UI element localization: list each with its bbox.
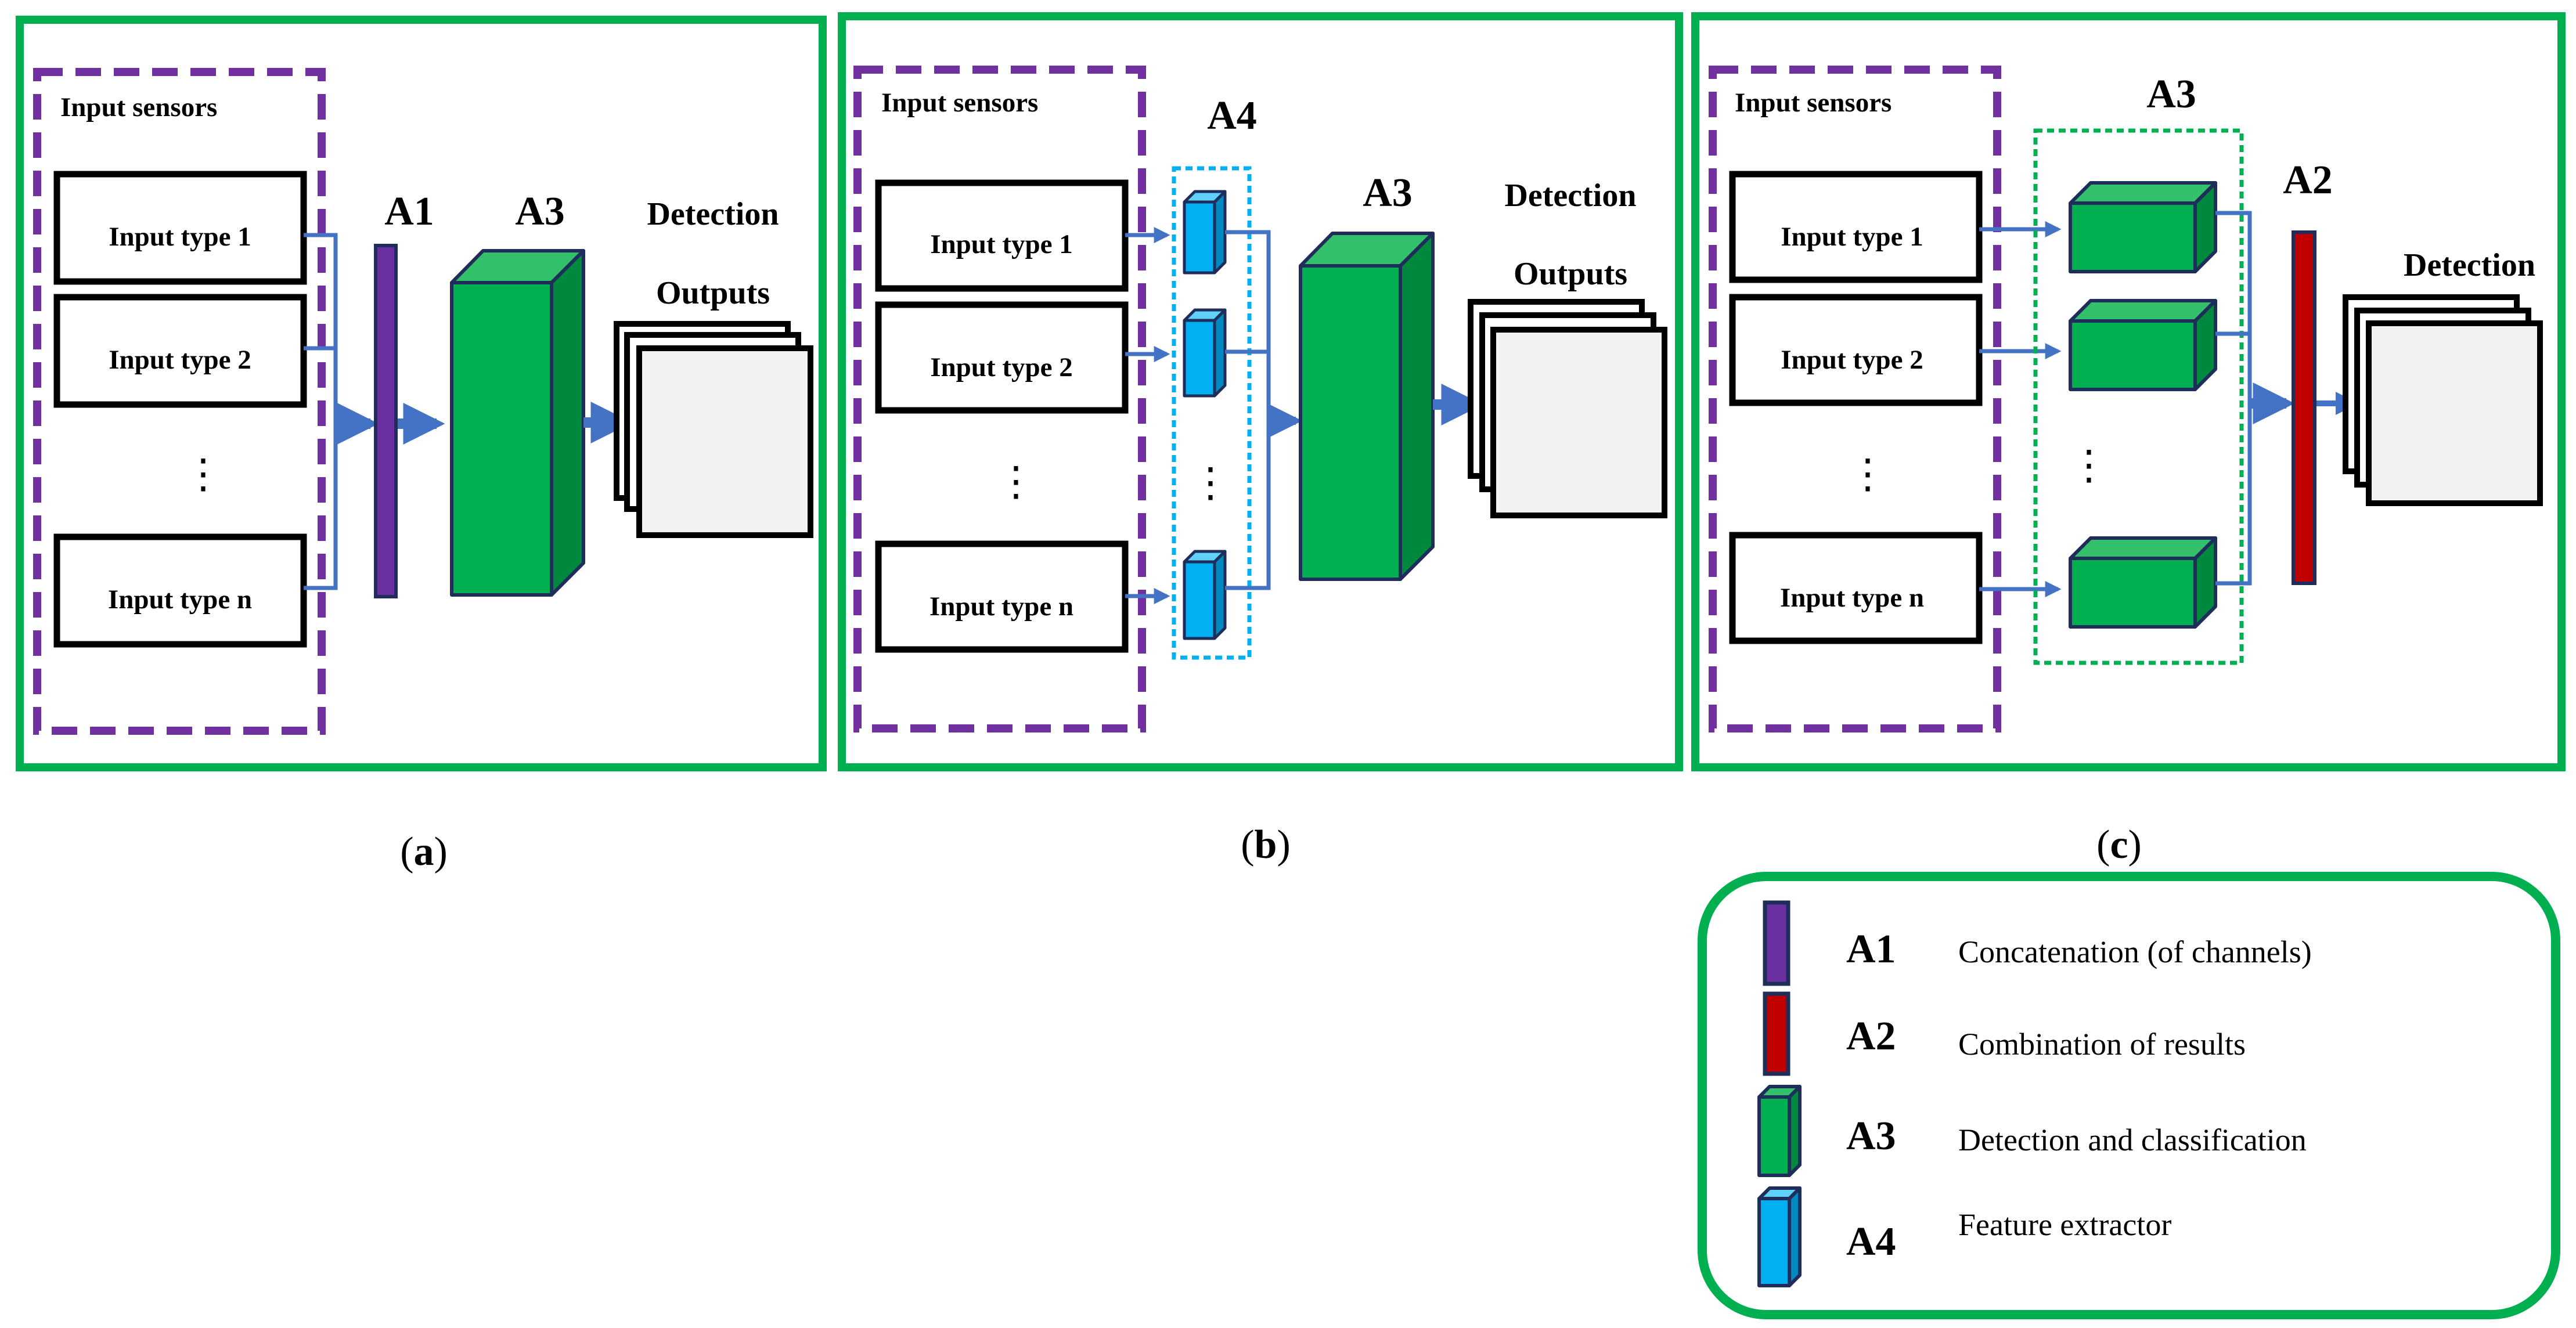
panel-b-input-2-label: Input type 2 — [930, 352, 1073, 382]
panel-a-output-stack — [614, 321, 813, 538]
legend: A1 Concatenation (of channels) A2 Combin… — [1698, 872, 2560, 1319]
panel-c-stage-a2: A2 — [2283, 158, 2333, 203]
caption-b: (b) — [1241, 822, 1291, 867]
panel-b-stage-a4: A4 — [1207, 93, 1257, 138]
panel-c-connectors — [2215, 211, 2252, 586]
panel-b-feature-ellipsis: ⋮ — [1190, 461, 1231, 506]
panel-c-input-n-label: Input type n — [1780, 583, 1924, 613]
panel-b-border — [838, 12, 1683, 771]
legend-code-a4: A4 — [1846, 1219, 1896, 1264]
panel-b-sensor-group — [853, 66, 1146, 732]
panel-c-input-2-box — [1729, 294, 1983, 406]
panel-c-input-n-box — [1729, 532, 1983, 644]
panel-a-detection-label: Detection — [647, 196, 779, 232]
panel-c-a3-cube-1 — [2069, 181, 2217, 273]
panel-b-feature-cube-n — [1183, 550, 1227, 640]
caption-c: (c) — [2096, 822, 2142, 867]
panel-c-combination-bar — [2292, 230, 2316, 585]
legend-text-a4: Feature extractor — [1958, 1207, 2171, 1242]
legend-code-a2: A2 — [1846, 1014, 1896, 1059]
legend-border — [1698, 872, 2560, 1319]
panel-a-input-2-box — [53, 294, 307, 408]
panel-c-input-2-label: Input type 2 — [1781, 345, 1923, 375]
green-cube-icon — [1757, 1085, 1802, 1177]
panel-b-outputs-label: Outputs — [1514, 256, 1627, 292]
concatenation-bar-icon — [1763, 900, 1790, 986]
panel-a: Input sensors Input type 1 Input type 2 … — [16, 16, 827, 771]
panel-a-stage-a3: A3 — [515, 189, 565, 234]
panel-a-concatenation-bar — [374, 244, 398, 598]
panel-c-stage-a3: A3 — [2146, 72, 2196, 117]
panel-c-cube-ellipsis: ⋮ — [2069, 443, 2109, 488]
panel-c-a3-cube-n — [2069, 536, 2217, 629]
panel-a-sensor-group — [33, 68, 326, 735]
panel-a-sensors-label: Input sensors — [60, 92, 217, 122]
panel-b: Input sensors Input type 1 Input type 2 … — [838, 12, 1683, 771]
panel-b-input-2-box — [875, 301, 1129, 414]
panel-c-input-1-box — [1729, 171, 1983, 283]
panel-a-a3-cube — [450, 249, 585, 597]
legend-code-a3: A3 — [1846, 1114, 1896, 1159]
panel-a-border — [16, 16, 827, 771]
panel-b-input-1-label: Input type 1 — [930, 229, 1073, 259]
panel-b-stage-a3: A3 — [1363, 171, 1413, 215]
legend-code-a1: A1 — [1846, 927, 1896, 972]
panel-b-feature-cube-2 — [1183, 308, 1227, 398]
combination-bar-icon — [1763, 991, 1790, 1076]
panel-a-outputs-label: Outputs — [656, 275, 770, 311]
panel-c-a3-group — [2033, 128, 2244, 665]
panel-a-input-1-box — [53, 171, 307, 285]
panel-b-feature-cube-1 — [1183, 190, 1227, 275]
caption-a: (a) — [400, 829, 448, 874]
panel-a-input-1-label: Input type 1 — [109, 222, 251, 252]
panel-b-sensors-label: Input sensors — [881, 88, 1038, 118]
panel-b-input-1-box — [875, 179, 1129, 292]
panel-c-a3-cube-2 — [2069, 299, 2217, 391]
panel-b-connectors — [1225, 230, 1271, 590]
panel-a-input-2-label: Input type 2 — [109, 345, 251, 375]
panel-b-input-n-box — [875, 540, 1129, 653]
panel-a-connectors — [304, 233, 338, 590]
panel-c: Input sensors Input type 1 Input type 2 … — [1691, 12, 2566, 771]
panel-c-sensor-group — [1709, 66, 2001, 732]
panel-a-ellipsis: ⋮ — [183, 452, 224, 497]
panel-b-a4-group — [1172, 166, 1252, 660]
panel-c-sensors-label: Input sensors — [1735, 88, 1892, 118]
panel-c-input-1-label: Input type 1 — [1781, 222, 1923, 252]
panel-a-input-n-label: Input type n — [108, 584, 252, 615]
blue-cube-icon — [1757, 1186, 1802, 1287]
panel-b-ellipsis: ⋮ — [996, 460, 1036, 504]
legend-text-a3: Detection and classification — [1958, 1123, 2307, 1157]
panel-a-input-n-box — [53, 533, 307, 648]
panel-c-output-stack — [2343, 294, 2543, 506]
panel-b-output-stack — [1468, 299, 1667, 518]
legend-text-a1: Concatenation (of channels) — [1958, 934, 2312, 969]
panel-c-ellipsis: ⋮ — [1847, 452, 1888, 497]
panel-c-detection-label: Detection — [2404, 247, 2535, 283]
panel-b-input-n-label: Input type n — [929, 591, 1073, 622]
panel-a-stage-a1: A1 — [384, 189, 434, 234]
panel-b-detection-label: Detection — [1504, 178, 1636, 214]
legend-text-a2: Combination of results — [1958, 1027, 2246, 1062]
panel-b-a3-cube — [1299, 232, 1435, 581]
panel-c-border — [1691, 12, 2566, 771]
